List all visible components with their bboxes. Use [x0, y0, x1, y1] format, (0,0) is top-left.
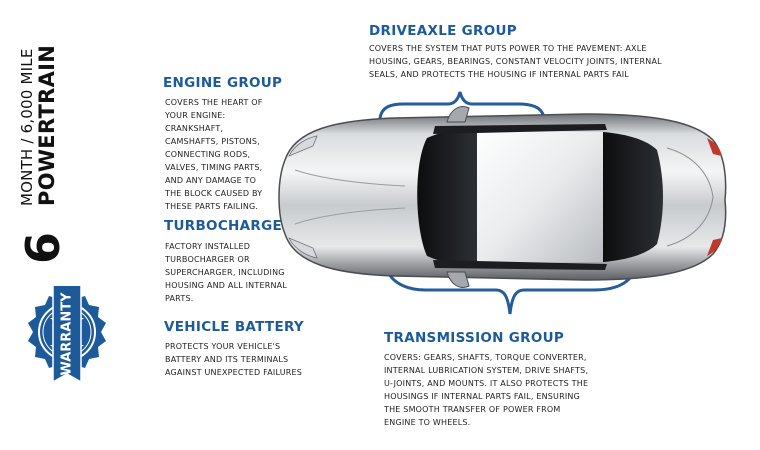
turbocharger-description: FACTORY INSTALLED TURBOCHARGER OR SUPERC…	[165, 242, 287, 303]
vehicle-battery-title: VEHICLE BATTERY	[164, 319, 304, 335]
transmission-brace-icon	[386, 270, 636, 315]
car-top-view-image	[278, 106, 727, 288]
turbocharger-title: TURBOCHARGER	[164, 218, 293, 234]
transmission-group-title: TRANSMISSION GROUP	[384, 330, 565, 346]
duration-number: 6	[16, 231, 70, 264]
vehicle-battery-description: PROTECTS YOUR VEHICLE'S BATTERY AND ITS …	[165, 342, 303, 377]
vertical-title: 6 MONTH / 6,000 MILE POWERTRAIN	[6, 4, 70, 264]
engine-group-title: ENGINE GROUP	[163, 75, 283, 91]
duration-text: MONTH / 6,000 MILE	[18, 48, 36, 206]
plan-name: POWERTRAIN	[35, 44, 59, 206]
warranty-seal-icon: WARRANTY	[28, 286, 106, 384]
driveaxle-group-title: DRIVEAXLE GROUP	[369, 23, 517, 39]
transmission-group-description: COVERS: GEARS, SHAFTS, TORQUE CONVERTER,…	[384, 353, 589, 427]
driveaxle-group-description: COVERS THE SYSTEM THAT PUTS POWER TO THE…	[369, 44, 662, 79]
engine-group-description: COVERS THE HEART OF YOUR ENGINE: CRANKSH…	[165, 98, 263, 211]
driveaxle-brace-icon	[378, 91, 546, 120]
warranty-badge-text: WARRANTY	[60, 292, 75, 376]
